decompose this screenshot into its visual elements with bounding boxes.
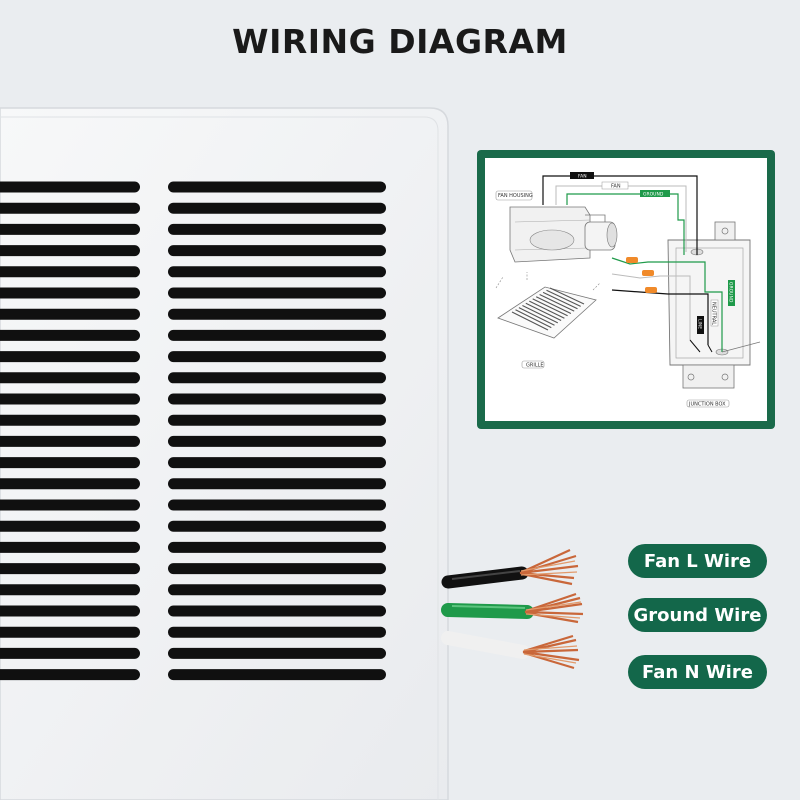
- grille-slot: [168, 245, 386, 257]
- mini-grille-slot: [522, 305, 559, 324]
- grille-sketch: GRILLE: [495, 272, 601, 369]
- wiring-diagram-inset: FAN HOUSING GRILLE: [477, 150, 775, 429]
- grille-slot: [0, 457, 140, 469]
- grille-slot: [168, 563, 386, 575]
- grille-slot: [168, 308, 386, 320]
- grille-slot: [168, 351, 386, 363]
- grille-slot: [168, 414, 386, 426]
- grille-slot: [0, 435, 140, 447]
- neutral-vertical-tag: NEUTRAL: [711, 299, 719, 327]
- grille-slot: [0, 329, 140, 341]
- junction-box: JUNCTION BOX: [667, 221, 751, 408]
- mini-grille-slot: [535, 296, 572, 314]
- grille-slot: [168, 478, 386, 490]
- grille-slot: [0, 626, 140, 638]
- svg-text:GROUND: GROUND: [728, 282, 734, 303]
- fan-n-wire-label: Fan N Wire: [628, 655, 767, 689]
- grille-label: GRILLE: [526, 363, 544, 369]
- diagram-wires: [542, 175, 761, 353]
- grille-slot: [0, 202, 140, 214]
- grille-slot: [168, 520, 386, 532]
- grille-slot: [168, 393, 386, 405]
- fan-l-wire-label: Fan L Wire: [628, 544, 767, 578]
- grille-slot: [168, 626, 386, 638]
- mini-grille-slot: [515, 309, 552, 329]
- grille-slot: [168, 669, 386, 681]
- vent-grille: [0, 107, 449, 800]
- ground-wire-label: Ground Wire: [628, 598, 767, 632]
- grille-slot: [0, 605, 140, 617]
- grille-slot: [0, 584, 140, 596]
- mini-grille-slot: [529, 300, 565, 319]
- grille-slot: [0, 245, 140, 257]
- line-vertical-tag: LINE: [697, 316, 704, 334]
- grille-slot: [0, 478, 140, 490]
- grille-slot: [168, 287, 386, 299]
- wire-nuts: [626, 257, 657, 293]
- grille-slot: [0, 541, 140, 553]
- fan-housing-label: FAN HOUSING: [498, 193, 533, 199]
- mini-grille-slot: [549, 287, 585, 305]
- grille-slot: [168, 266, 386, 278]
- grille-slot: [168, 372, 386, 384]
- svg-text:LINE: LINE: [697, 319, 703, 329]
- grille-slot: [168, 647, 386, 659]
- grille-slot: [168, 541, 386, 553]
- grille-slot: [168, 584, 386, 596]
- grille-slot: [0, 266, 140, 278]
- grille-slot: [0, 647, 140, 659]
- grille-slot: [0, 181, 140, 193]
- white-wire: [441, 631, 580, 670]
- grille-slot: [0, 223, 140, 235]
- wires-bundle: [441, 549, 584, 670]
- mini-grille-slot: [546, 289, 581, 307]
- grille-slot: [168, 181, 386, 193]
- grille-slot: [168, 223, 386, 235]
- page-title: WIRING DIAGRAM: [232, 22, 568, 61]
- mini-grille-slot: [511, 311, 549, 331]
- fan-tag-mid: FAN: [611, 184, 621, 190]
- mini-grille-slot: [542, 291, 578, 310]
- grille-slot: [168, 329, 386, 341]
- mini-grille-slot: [525, 302, 562, 321]
- grille-slot: [0, 372, 140, 384]
- grille-slot: [168, 435, 386, 447]
- ground-tag: GROUND: [643, 192, 664, 198]
- fan-tag-top: FAN: [578, 174, 587, 180]
- mini-grille-slot: [532, 298, 568, 317]
- grille-slot: [0, 499, 140, 511]
- mini-grille-slot: [518, 307, 555, 326]
- grille-slot: [0, 308, 140, 320]
- green-wire: [441, 592, 584, 624]
- grille-slot: [0, 393, 140, 405]
- grille-slot: [168, 202, 386, 214]
- grille-slots-left: [0, 181, 140, 681]
- grille-slot: [168, 605, 386, 617]
- svg-text:NEUTRAL: NEUTRAL: [711, 302, 717, 325]
- grille-slot: [0, 520, 140, 532]
- grille-slots-right: [168, 181, 386, 681]
- grille-slot: [0, 563, 140, 575]
- ground-vertical-tag: GROUND: [728, 280, 735, 306]
- mini-grille-slot: [539, 294, 575, 312]
- junction-box-label: JUNCTION BOX: [688, 402, 726, 408]
- grille-slot: [0, 414, 140, 426]
- grille-slot: [0, 669, 140, 681]
- grille-slot: [168, 457, 386, 469]
- grille-slot: [0, 287, 140, 299]
- black-wire: [441, 549, 579, 589]
- fan-housing: FAN HOUSING: [495, 190, 618, 263]
- grille-slot: [0, 351, 140, 363]
- grille-slot: [168, 499, 386, 511]
